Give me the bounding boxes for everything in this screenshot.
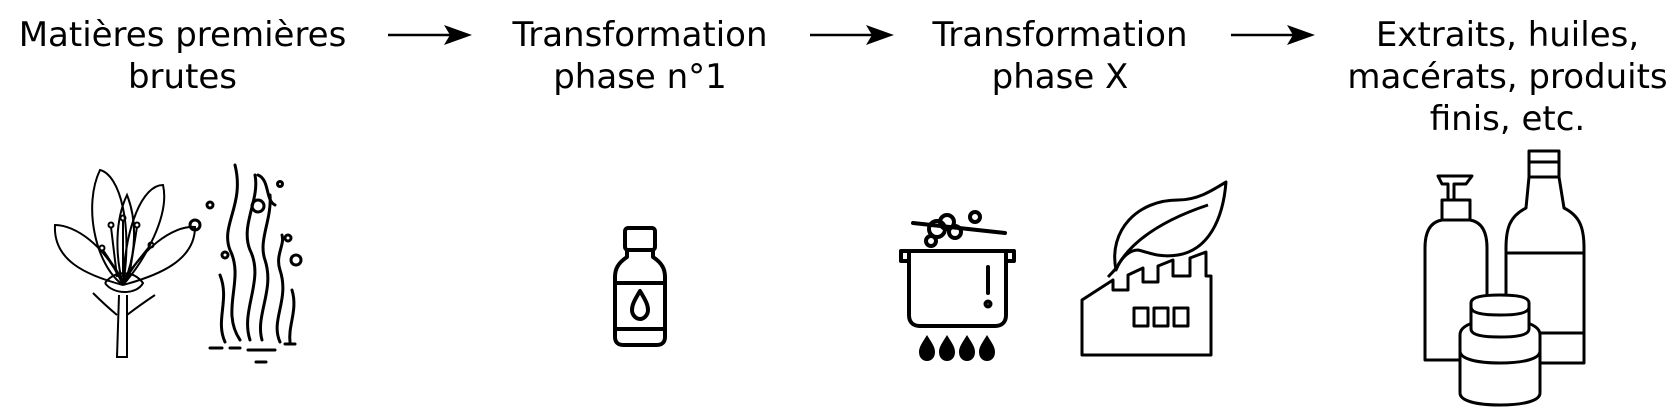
arrow-1 — [388, 25, 472, 45]
step-label-raw-materials: Matières premières brutes — [18, 15, 347, 97]
eco-factory-icon — [1080, 180, 1228, 357]
arrow-2 — [810, 25, 894, 45]
seaweed-icon — [188, 163, 303, 364]
essential-oil-bottle-icon — [613, 226, 667, 347]
crocus-flower-icon — [53, 168, 197, 358]
cream-jar-icon — [1458, 293, 1542, 407]
step-label-phase-x: Transformation phase X — [932, 15, 1188, 97]
arrow-3 — [1231, 25, 1315, 45]
step-label-finished-products: Extraits, huiles, macérats, produits fin… — [1347, 15, 1668, 139]
step-label-phase-1: Transformation phase n°1 — [512, 15, 768, 97]
cooking-pot-on-fire-icon — [899, 210, 1016, 361]
